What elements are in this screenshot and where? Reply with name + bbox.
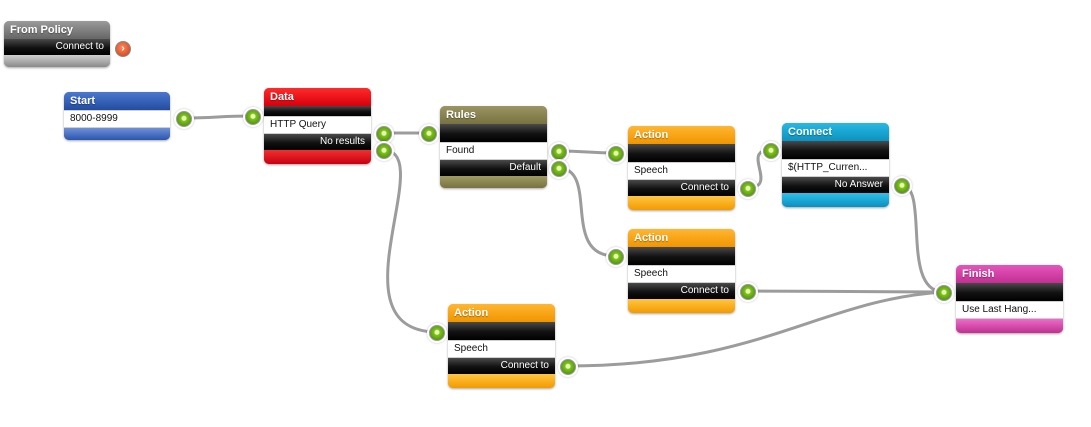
node-title: Data xyxy=(264,88,371,106)
node-row-speech: Speech xyxy=(628,265,735,283)
chevron-right-icon[interactable]: › xyxy=(115,41,131,57)
node-output-no-answer[interactable]: No Answer xyxy=(782,177,889,193)
node-row-speech: Speech xyxy=(628,162,735,180)
node-output-connect-to[interactable]: Connect to xyxy=(628,180,735,196)
node-output-no-results[interactable]: No results xyxy=(264,134,371,150)
port-rules-found-out[interactable] xyxy=(551,144,567,160)
port-finish-in[interactable] xyxy=(936,285,952,301)
node-title: Action xyxy=(448,304,555,322)
wire-action2-finish xyxy=(745,289,945,294)
node-row-destination: $(HTTP_Curren... xyxy=(782,159,889,177)
port-action3-out[interactable] xyxy=(560,359,576,375)
port-action1-in[interactable] xyxy=(608,146,624,162)
node-output-connect-to[interactable]: Connect to xyxy=(628,283,735,299)
wire-start-data xyxy=(181,114,253,120)
port-start-out[interactable] xyxy=(176,111,192,127)
port-data-no-results-out[interactable] xyxy=(376,143,392,159)
node-output-connect-to[interactable]: Connect to xyxy=(4,39,110,55)
port-action2-out[interactable] xyxy=(740,284,756,300)
port-data-http-query-out[interactable] xyxy=(376,126,392,142)
node-row-http-query: HTTP Query xyxy=(264,116,371,134)
node-data[interactable]: Data HTTP Query No results xyxy=(264,88,371,164)
node-start[interactable]: Start 8000-8999 xyxy=(64,92,170,140)
node-action-2[interactable]: Action Speech Connect to xyxy=(628,229,735,313)
port-rules-default-out[interactable] xyxy=(551,161,567,177)
node-title: From Policy xyxy=(4,21,110,39)
node-connect[interactable]: Connect $(HTTP_Curren... No Answer xyxy=(782,123,889,207)
node-action-1[interactable]: Action Speech Connect to xyxy=(628,126,735,210)
wire-action3-finish xyxy=(565,290,945,368)
node-title: Action xyxy=(628,229,735,247)
node-output-connect-to[interactable]: Connect to xyxy=(448,358,555,374)
port-action2-in[interactable] xyxy=(608,249,624,265)
node-title: Start xyxy=(64,92,170,110)
node-title: Connect xyxy=(782,123,889,141)
node-row-extension: 8000-8999 xyxy=(64,110,170,128)
port-action3-in[interactable] xyxy=(429,325,445,341)
node-row-speech: Speech xyxy=(448,340,555,358)
node-title: Action xyxy=(628,126,735,144)
node-from-policy[interactable]: From Policy Connect to xyxy=(4,21,110,67)
node-title: Rules xyxy=(440,106,547,124)
wire-rules-action2 xyxy=(556,166,617,258)
node-row-found: Found xyxy=(440,142,547,160)
port-action1-out[interactable] xyxy=(740,181,756,197)
port-rules-in[interactable] xyxy=(421,126,437,142)
wire-data-action3 xyxy=(381,148,438,334)
node-finish[interactable]: Finish Use Last Hang... xyxy=(956,265,1063,333)
wire-connect-finish xyxy=(899,183,945,294)
node-action-3[interactable]: Action Speech Connect to xyxy=(448,304,555,388)
port-data-in[interactable] xyxy=(245,109,261,125)
node-row-hangup: Use Last Hang... xyxy=(956,301,1063,319)
node-output-default[interactable]: Default xyxy=(440,160,547,176)
node-title: Finish xyxy=(956,265,1063,283)
port-connect-in[interactable] xyxy=(763,143,779,159)
port-connect-out[interactable] xyxy=(894,178,910,194)
node-rules[interactable]: Rules Found Default xyxy=(440,106,547,188)
